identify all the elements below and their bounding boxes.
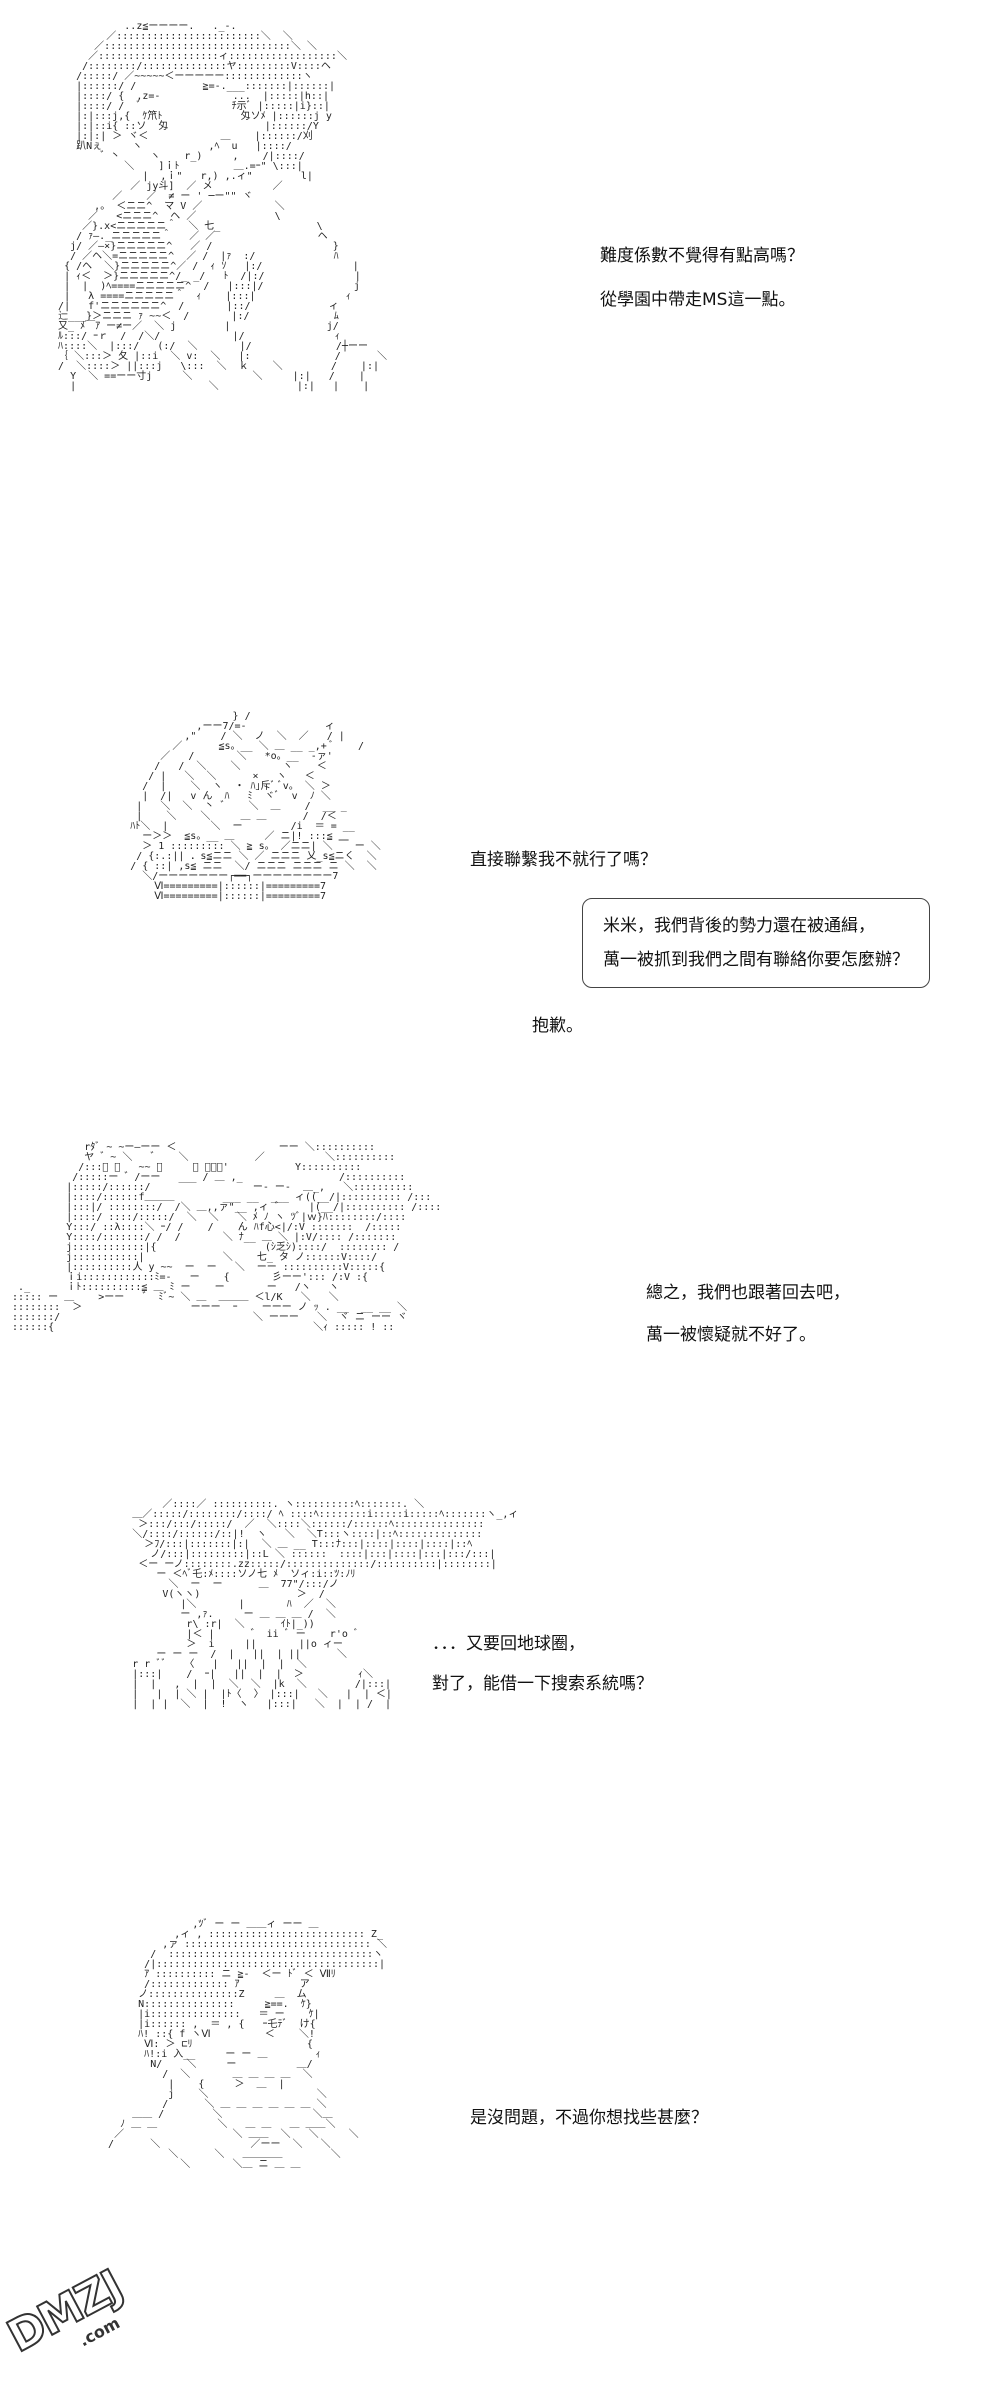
dialog-panel-5: 是沒問題，不過你想找些甚麼？: [470, 2106, 708, 2130]
ascii-art-character-2: } / ,ーー7/=- ィ ," / ＼ ノ ＼ ／ / | ／ ≦s。__ ＼…: [130, 711, 381, 902]
speech-bubble: 米米，我們背後的勢力還在被通緝， 萬一被抓到我們之間有聯絡你要怎麼辦？: [582, 898, 930, 988]
panel-1: ..z≦ーーーー. ._-. ／::::::::::::::::::::::::…: [0, 0, 1000, 680]
dialog-line: 抱歉。: [532, 1016, 583, 1036]
dialog-line: ．．．又要回地球圈，: [432, 1634, 585, 1654]
dialog-line: 難度係數不覺得有點高嗎？: [600, 246, 804, 266]
bubble-line: 萬一被抓到我們之間有聯絡你要怎麼辦？: [603, 950, 909, 970]
panel-4: ／::::／ ::::::::::. ヽ::::::::::ﾍ:::::::. …: [0, 1480, 1000, 1880]
dialog-panel-2-after: 抱歉。: [532, 1014, 583, 1038]
dialog-line: 是沒問題，不過你想找些甚麼？: [470, 2108, 708, 2128]
dialog-panel-4: ．．．又要回地球圈， 對了，能借一下搜索系統嗎？: [432, 1632, 653, 1696]
dialog-line: 對了，能借一下搜索系統嗎？: [432, 1674, 653, 1694]
ascii-art-characters-3: rﾀﾞ ~ ~ー―ーー ＜ ーー ＼:::::::::: ヤ ゛~ ＼ ゛ ＼ …: [12, 1142, 442, 1333]
dialog-line: 總之，我們也跟著回去吧，: [646, 1283, 850, 1303]
ascii-art-character-5: ,ﾂﾞ ー ー ＿＿ィ ーー ＿ ,ィ , ::::::::::::::::::…: [108, 1919, 387, 2170]
dialog-panel-1: 難度係數不覺得有點高嗎？ 從學園中帶走MS這一點。: [600, 244, 804, 312]
dialog-panel-3: 總之，我們也跟著回去吧， 萬一被懷疑就不好了。: [646, 1281, 850, 1347]
dialog-line: 直接聯繫我不就行了嗎？: [470, 850, 657, 870]
panel-3: rﾀﾞ ~ ~ー―ーー ＜ ーー ＼:::::::::: ヤ ゛~ ＼ ゛ ＼ …: [0, 1125, 1000, 1470]
ascii-art-character-1: ..z≦ーーーー. ._-. ／::::::::::::::::::::::::…: [58, 21, 387, 392]
panel-2: } / ,ーー7/=- ィ ," / ＼ ノ ＼ ／ / | ／ ≦s。__ ＼…: [0, 690, 1000, 1120]
dialog-panel-2: 直接聯繫我不就行了嗎？: [470, 848, 657, 872]
dialog-line: 從學園中帶走MS這一點。: [600, 290, 796, 310]
bubble-line: 米米，我們背後的勢力還在被通緝，: [603, 916, 875, 936]
dialog-line: 萬一被懷疑就不好了。: [646, 1325, 816, 1345]
